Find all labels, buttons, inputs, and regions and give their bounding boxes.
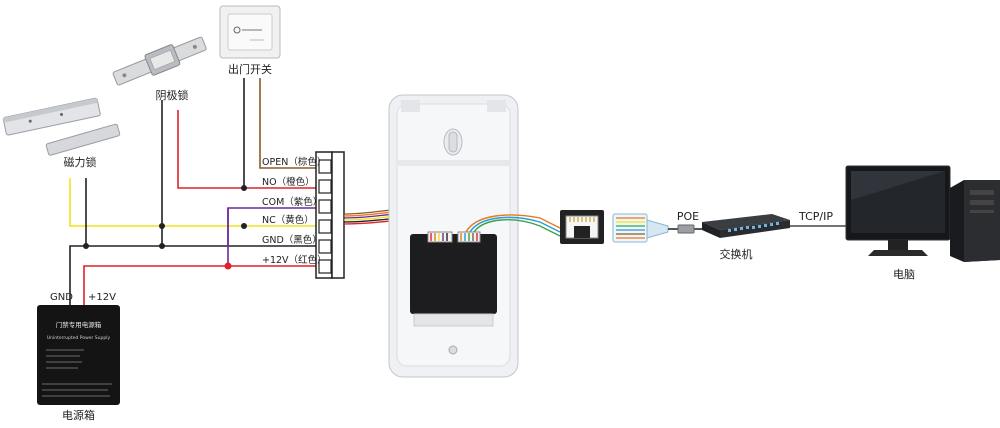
network-cable [465, 214, 561, 237]
terminal-gnd-label: GND（黑色） [262, 234, 322, 246]
power-box-title: 门禁专用电源箱 [56, 320, 102, 329]
mag-lock-device [2, 97, 121, 156]
open-wire [259, 78, 316, 169]
exit-button-label: 出门开关 [228, 62, 272, 76]
wires [69, 78, 316, 305]
gnd-wire [69, 245, 316, 305]
nc-wire [69, 178, 316, 227]
gnd-label: GND [50, 292, 73, 303]
plus12v-label: +12V [88, 292, 116, 303]
rj45-plug [612, 213, 669, 243]
power-box-subtitle: Uninterrupted Power Supply [47, 335, 111, 341]
mag-lock-label: 磁力锁 [64, 155, 97, 169]
poe-cable [668, 224, 702, 234]
controller-device [388, 94, 519, 378]
terminal-labels: OPEN（棕色） NO（橙色） COM（紫色） NC（黄色） GND（黑色） +… [262, 156, 327, 266]
poe-label: POE [677, 210, 699, 223]
terminal-nc-label: NC（黄色） [262, 214, 314, 226]
tcpip-label: TCP/IP [798, 210, 833, 223]
terminal-open-label: OPEN（棕色） [262, 156, 326, 168]
bolt-lock-label: 阴极锁 [156, 88, 189, 102]
terminal-com-label: COM（紫色） [262, 196, 322, 208]
computer [845, 165, 1000, 262]
power-box-label: 电源箱 [62, 408, 95, 422]
power-box-device: 门禁专用电源箱 Uninterrupted Power Supply [37, 305, 120, 405]
network-switch [702, 214, 790, 238]
switch-label: 交换机 [720, 247, 753, 261]
rj45-jack [560, 210, 604, 244]
bolt-lock-device [112, 36, 207, 86]
terminal-12v-label: +12V（红色） [262, 254, 327, 266]
terminal-no-label: NO（橙色） [262, 176, 315, 188]
computer-label: 电脑 [893, 268, 915, 281]
terminal-block [315, 151, 345, 279]
plus12v-wire [83, 265, 316, 305]
exit-button-device [219, 5, 281, 59]
